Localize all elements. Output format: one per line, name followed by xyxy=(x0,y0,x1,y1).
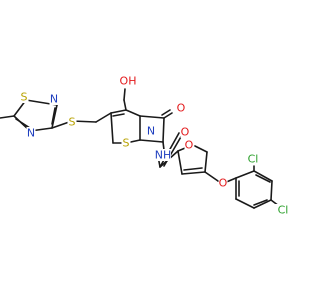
atom-label-bg xyxy=(121,137,131,149)
bond xyxy=(123,99,127,111)
bond xyxy=(253,199,268,206)
bond xyxy=(139,115,165,119)
bond xyxy=(161,109,171,116)
bond xyxy=(112,113,125,117)
atom-label-bg xyxy=(176,102,186,114)
bond xyxy=(204,151,208,173)
atom-label-bg xyxy=(275,204,291,216)
bond xyxy=(110,112,114,144)
atom-label-n: NH xyxy=(155,149,172,162)
atom-label-bg xyxy=(49,93,59,105)
atom-label-s: S xyxy=(69,116,76,129)
bond xyxy=(51,107,56,125)
bond xyxy=(125,109,141,117)
atom-label-o: O xyxy=(177,102,186,115)
bond xyxy=(123,88,126,101)
bond xyxy=(253,170,273,182)
atom-label-bg xyxy=(218,177,228,189)
atom-label-bg xyxy=(184,139,194,151)
atom-label-n: N xyxy=(50,93,58,106)
atom-label-bg xyxy=(67,116,77,128)
atom-label-o: O xyxy=(185,139,194,152)
atom-label-s: S xyxy=(21,91,28,104)
atom-label-bg xyxy=(180,126,190,138)
bond xyxy=(235,170,255,179)
bond xyxy=(0,115,15,119)
bond xyxy=(181,171,206,175)
atom-label-bg xyxy=(146,125,156,137)
bond xyxy=(95,112,112,123)
atom-label-bg xyxy=(19,91,29,103)
atom-label-bg xyxy=(245,153,261,165)
bond xyxy=(177,150,183,175)
bond xyxy=(270,180,273,201)
bond xyxy=(110,109,127,114)
bond xyxy=(255,174,271,183)
atom-label-o: O xyxy=(181,126,190,139)
atom-label-o: OH xyxy=(120,75,137,88)
bond xyxy=(204,171,219,182)
bond xyxy=(51,104,58,129)
atom-label-bg xyxy=(155,149,171,161)
bond xyxy=(15,118,31,129)
atom-label-bg xyxy=(26,127,36,139)
atom-label-bg xyxy=(120,75,136,87)
bond xyxy=(235,198,255,209)
atom-label-cl: Cl xyxy=(248,153,259,166)
bond xyxy=(139,139,164,143)
bond xyxy=(162,117,165,143)
atom-label-n: N xyxy=(27,127,35,140)
atom-label-cl: Cl xyxy=(278,204,289,217)
bonds xyxy=(0,88,280,209)
atom-label-n: N xyxy=(147,125,155,138)
bond xyxy=(163,112,173,119)
atom-label-o: O xyxy=(219,177,228,190)
bond xyxy=(253,199,272,209)
atom-label-s: S xyxy=(123,137,130,150)
bond xyxy=(194,145,208,153)
bond xyxy=(162,141,165,151)
bond xyxy=(183,167,203,171)
